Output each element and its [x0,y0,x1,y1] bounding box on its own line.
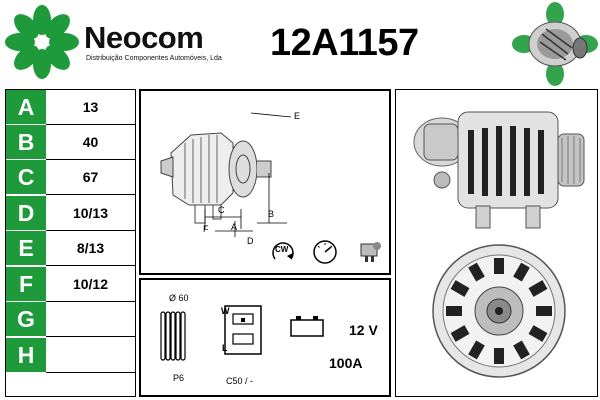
dim-label-b: B [268,209,275,219]
connector-icon [360,242,381,262]
product-photos [395,89,598,397]
spec-value: 10/13 [46,196,135,231]
spec-letter: D [6,196,46,231]
part-number: 12A1157 [270,22,419,64]
spec-letter: B [6,125,46,160]
spec-value: 67 [46,160,135,195]
plug-code: C50 / - [226,376,254,386]
amperage: 100A [329,355,363,371]
spec-value: 40 [46,125,135,160]
spec-letter: A [6,90,46,125]
spec-row-h: H [6,338,135,373]
spec-value [46,338,135,373]
plug-label-w: W [221,306,230,316]
spec-value: 10/12 [46,267,135,302]
spec-letter: E [6,231,46,266]
neocom-logo-icon [5,5,79,79]
spec-row-a: A 13 [6,90,135,125]
spec-letter: F [6,267,46,302]
alternator-corner-photo [512,2,598,86]
rotation-cw-icon [272,242,294,260]
spec-row-c: C 67 [6,160,135,195]
brand-name: Neocom [84,20,204,55]
dimension-lines [204,112,292,237]
gauge-icon [313,240,337,264]
spec-row-d: D 10/13 [6,196,135,231]
pulley-diameter: Ø 60 [169,293,189,303]
spec-letter: H [6,338,46,373]
spec-letter: C [6,160,46,195]
spec-row-g: G [6,302,135,337]
rotation-label: CW [275,245,289,254]
dim-label-f: F [203,224,209,234]
plug-label-l: L [222,343,228,353]
dim-label-c: C [218,205,225,215]
alternator-outline-drawing [160,132,272,224]
dim-label-d: D [247,236,254,246]
spec-row-e: E 8/13 [6,231,135,266]
dim-label-a: A [231,222,238,232]
spec-value [46,302,135,337]
spec-letter: G [6,302,46,337]
plug-icon [224,305,262,355]
alternator-side-photo [413,111,585,229]
spec-row-b: B 40 [6,125,135,160]
alternator-front-photo [432,244,566,378]
electrical-specs: Ø 60 P6 W L C50 / - 12 V 100A [139,278,391,397]
pulley-type: P6 [173,373,185,383]
voltage: 12 V [349,322,378,338]
spec-table: A 13 B 40 C 67 D 10/13 E 8/13 F 10/12 G … [5,89,136,397]
spec-row-f: F 10/12 [6,267,135,302]
battery-icon [290,316,324,337]
dimension-diagram: E C B F A D CW [139,89,391,275]
pulley-icon [160,311,186,361]
dim-label-e: E [294,111,301,121]
brand-subtitle: Distribuição Componentes Automóveis, Lda [86,55,222,62]
spec-value: 13 [46,90,135,125]
spec-value: 8/13 [46,231,135,266]
